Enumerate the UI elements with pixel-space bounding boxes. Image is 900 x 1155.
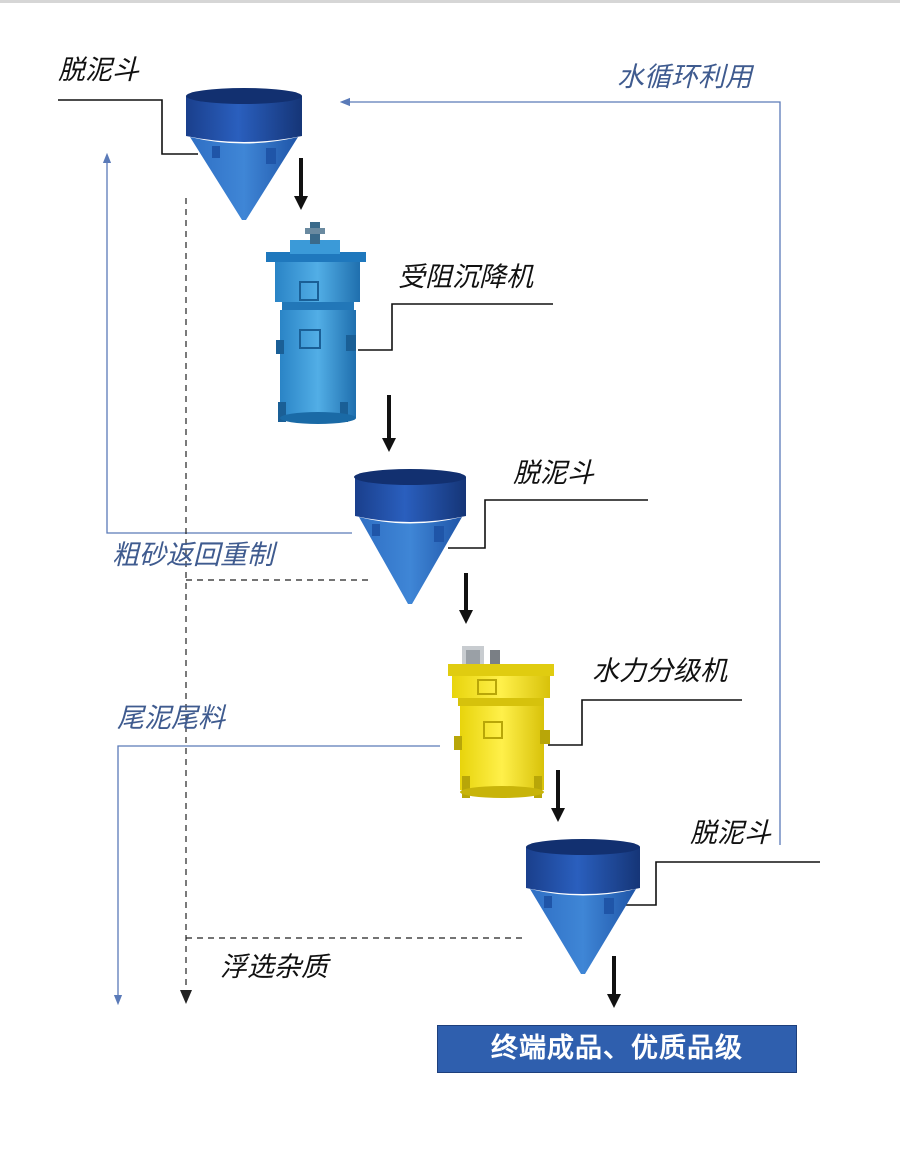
label-flotation-impurities: 浮选杂质 [220,952,328,983]
feed-line-hopper-1 [58,99,198,155]
label-water-recycle: 水循环利用 [617,62,752,93]
down-arrow-icon [607,956,621,1008]
label-coarse-sand-return: 粗砂返回重制 [112,540,274,571]
hindered-settler-machine-icon [266,222,366,424]
desliming-hopper-icon [354,469,466,604]
down-arrow-icon [459,573,473,624]
coarse-sand-return-line [102,152,352,534]
feed-line-classifier [548,699,742,746]
down-arrow-icon [382,395,396,452]
feed-line-settler [358,303,553,351]
water-recycle-line [339,97,781,845]
label-hindered-settler: 受阻沉降机 [398,262,533,293]
desliming-hopper-icon [526,839,640,974]
label-desliming-hopper-3: 脱泥斗 [690,818,771,849]
label-tailings-slime: 尾泥尾料 [117,703,225,734]
hydraulic-classifier-machine-icon [448,646,554,798]
desliming-hopper-icon [186,88,302,220]
label-desliming-hopper-1: 脱泥斗 [58,55,139,86]
down-arrow-icon [294,158,308,210]
final-product-box: 终端成品、优质品级 [437,1025,797,1073]
label-desliming-hopper-2: 脱泥斗 [513,458,594,489]
feed-line-hopper-2 [448,499,648,549]
feed-line-hopper-3 [618,861,820,906]
down-arrow-icon [551,770,565,822]
tailings-line [113,745,440,1006]
label-hydraulic-classifier: 水力分级机 [592,656,727,687]
top-border [0,0,900,3]
impurity-down-arrow-head [180,990,192,1004]
